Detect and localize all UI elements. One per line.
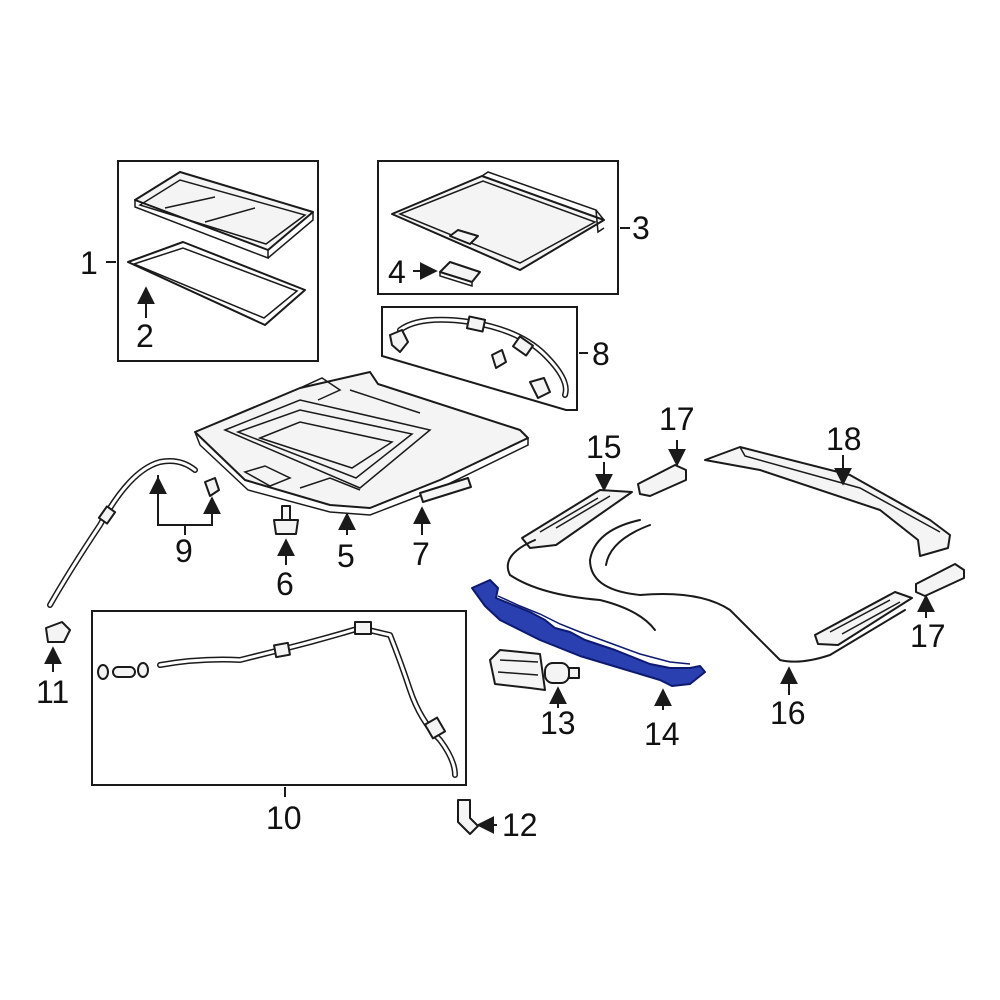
left-guide-rail-part[interactable] — [521, 489, 633, 549]
elbow-connector-part[interactable] — [457, 799, 479, 835]
label-9: 9 — [175, 533, 193, 569]
label-4: 4 — [388, 254, 406, 290]
sunroof-motor-part[interactable] — [489, 649, 580, 691]
label-13: 13 — [540, 705, 576, 741]
sunroof-glass-part[interactable] — [134, 171, 314, 260]
rear-drain-group — [91, 610, 467, 797]
label-6: 6 — [276, 566, 294, 602]
label-8: 8 — [592, 336, 610, 372]
rear-drain-group-box — [91, 610, 467, 786]
sunshade-part[interactable] — [391, 171, 605, 271]
glass-assembly-group — [106, 160, 319, 362]
sunroof-frame-part[interactable] — [194, 371, 529, 516]
sunshade-group — [377, 160, 630, 295]
label-15: 15 — [586, 429, 622, 465]
label-18: 18 — [826, 421, 862, 457]
drive-cable-part[interactable] — [506, 519, 906, 663]
label-2: 2 — [136, 318, 154, 354]
rear-header-part[interactable] — [704, 446, 951, 557]
right-guide-rail-part[interactable] — [814, 591, 913, 646]
label-14: 14 — [644, 716, 680, 752]
sunshade-handle-part[interactable] — [439, 261, 481, 288]
label-5: 5 — [337, 538, 355, 574]
drain-tube-part[interactable] — [47, 458, 220, 608]
label-7: 7 — [412, 536, 430, 572]
bolt-part[interactable] — [273, 505, 299, 535]
label-17-lower: 17 — [910, 618, 946, 654]
label-1: 1 — [80, 245, 98, 281]
drain-hose-group — [381, 306, 588, 411]
label-10: 10 — [266, 800, 302, 836]
label-11: 11 — [36, 674, 69, 710]
drain-hose-part[interactable] — [389, 315, 569, 399]
glass-seal-part[interactable] — [127, 241, 306, 326]
rear-drain-hose-part[interactable] — [97, 621, 458, 778]
bracket-upper-part[interactable] — [637, 464, 687, 497]
deflector-strip-part[interactable] — [419, 477, 472, 503]
drain-group-box — [381, 306, 578, 411]
front-rail-part-highlighted[interactable] — [471, 579, 706, 687]
bracket-lower-part[interactable] — [915, 563, 965, 597]
label-3: 3 — [632, 210, 650, 246]
glass-group-box — [117, 160, 319, 362]
leader-9-bracket — [157, 475, 213, 526]
clip-part[interactable] — [45, 621, 71, 643]
label-12: 12 — [502, 807, 538, 843]
sunshade-group-box — [377, 160, 619, 295]
label-17-upper: 17 — [659, 401, 695, 437]
label-16: 16 — [770, 695, 806, 731]
